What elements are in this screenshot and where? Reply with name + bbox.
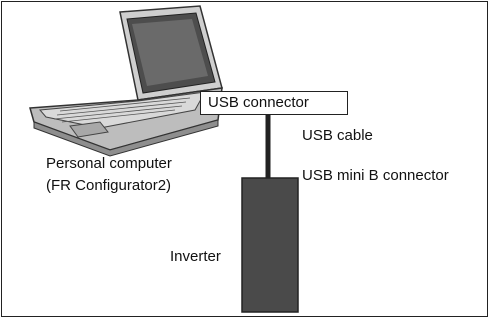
usb-connector-label: USB connector [208,94,309,111]
usb-mini-b-connector-label: USB mini B connector [302,167,449,184]
laptop-icon [29,5,223,157]
usb-connector-box: USB connector [200,91,348,115]
usb-cable-label: USB cable [302,127,373,144]
inverter-box [241,177,299,313]
inverter-label: Inverter [170,248,221,265]
fr-configurator-label: (FR Configurator2) [46,177,172,194]
personal-computer-label: Personal computer [46,155,172,172]
